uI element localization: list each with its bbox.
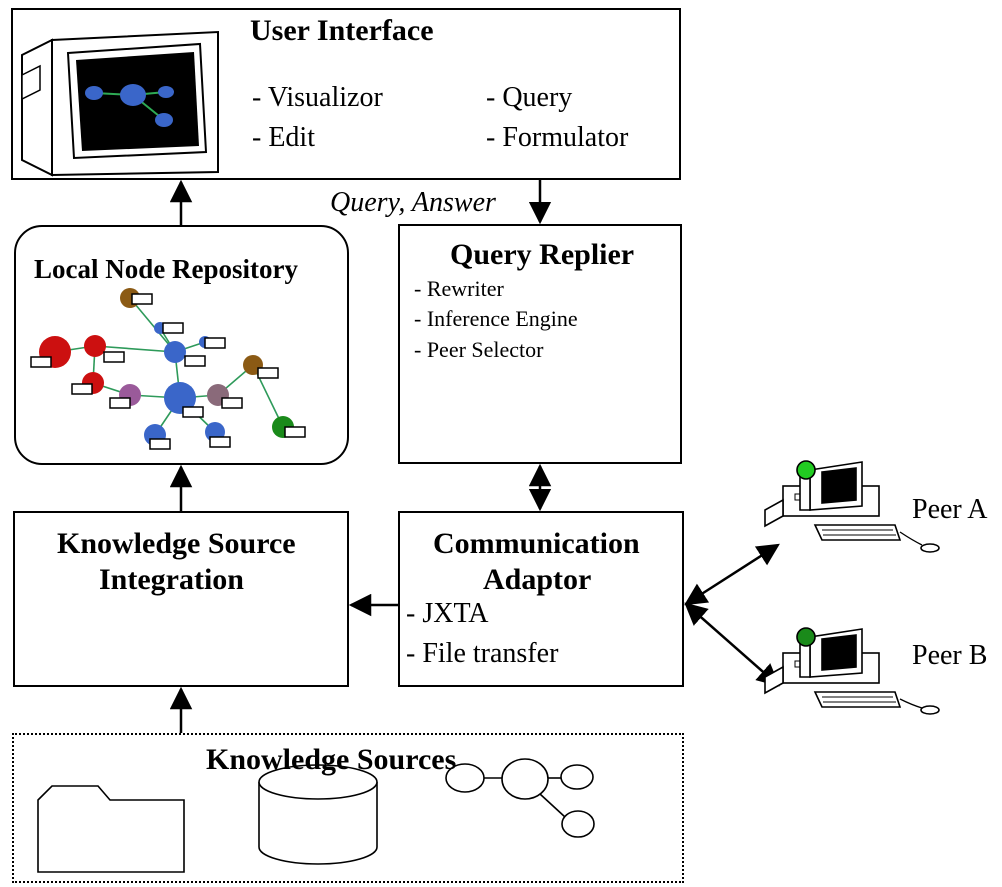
comm-adaptor-title-line1: Communication <box>433 527 640 560</box>
knowledge-source-integration-box <box>13 511 349 687</box>
query-replier-title: Query Replier <box>450 238 635 271</box>
ui-item-query: - Query <box>486 82 573 113</box>
communication-adaptor-box <box>398 511 684 687</box>
comm-adaptor-item-file-transfer: - File transfer <box>406 638 559 669</box>
monitor-icon <box>21 30 219 177</box>
query-answer-label: Query, Answer <box>330 187 496 218</box>
peer-a-label: Peer A <box>912 494 988 525</box>
arrow-adaptor-peer-b <box>684 602 780 687</box>
graph-node <box>164 382 196 414</box>
peer-a-computer-icon <box>764 460 940 553</box>
user-interface-title: User Interface <box>250 14 434 47</box>
arrow-adaptor-peer-a <box>684 543 780 606</box>
peer-b-computer-icon <box>764 627 940 715</box>
ui-item-visualizor: - Visualizor <box>252 82 383 113</box>
graph-nodes <box>39 288 294 446</box>
query-replier-item-peer-selector: - Peer Selector <box>414 337 544 362</box>
ui-item-edit: - Edit <box>252 122 315 153</box>
peer-b-label: Peer B <box>912 640 988 671</box>
graph-node <box>84 335 106 357</box>
knowledge-sources-title: Knowledge Sources <box>206 743 457 776</box>
comm-adaptor-title-line2: Adaptor <box>483 563 592 596</box>
graph-icon <box>445 758 595 838</box>
database-icon <box>258 764 378 865</box>
graph-labels <box>30 293 306 450</box>
ui-item-formulator: - Formulator <box>486 122 629 153</box>
local-node-repository-title: Local Node Repository <box>34 254 298 284</box>
ks-integration-title-line2: Integration <box>99 563 244 596</box>
query-replier-box <box>398 224 682 464</box>
folder-icon <box>37 785 185 873</box>
ks-integration-title-line1: Knowledge Source <box>57 527 296 560</box>
graph-node <box>164 341 186 363</box>
comm-adaptor-item-jxta: - JXTA <box>406 598 489 629</box>
query-replier-item-rewriter: - Rewriter <box>414 276 504 301</box>
query-replier-item-inference-engine: - Inference Engine <box>414 306 578 331</box>
